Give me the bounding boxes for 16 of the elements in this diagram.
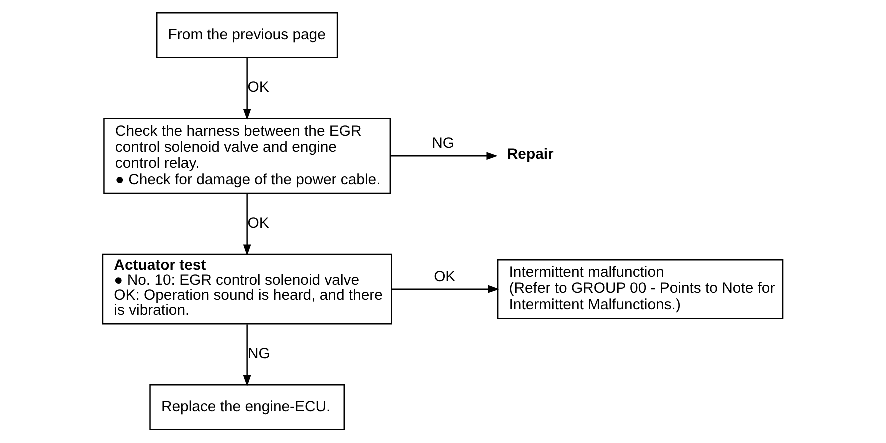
edge-label: NG [432,135,455,152]
node-box: Actuator test ● No. 10: EGR control solenoid valve OK: Operation sound is heard, and there is vibration. [102,254,392,325]
arrow [243,58,252,120]
node-text: Repair [507,146,554,163]
node-box: Replace the engine-ECU. [150,384,345,431]
arrow [243,324,252,387]
arrow [390,152,498,160]
edge-label: OK [434,268,456,286]
edge-label: OK [248,214,270,232]
arrow [392,285,500,294]
node-box: From the previous page [156,12,338,58]
node-box: Intermittent malfunction (Refer to GROUP 00 - Points to Note for Intermittent Malfunctions.) [497,259,784,320]
edge-label: OK [248,79,270,96]
arrow [243,194,252,256]
node-box: Check the harness between the EGR control solenoid valve and engine control relay. ● Check for damage of the power cable. [104,118,392,194]
edge-label: NG [248,346,270,363]
